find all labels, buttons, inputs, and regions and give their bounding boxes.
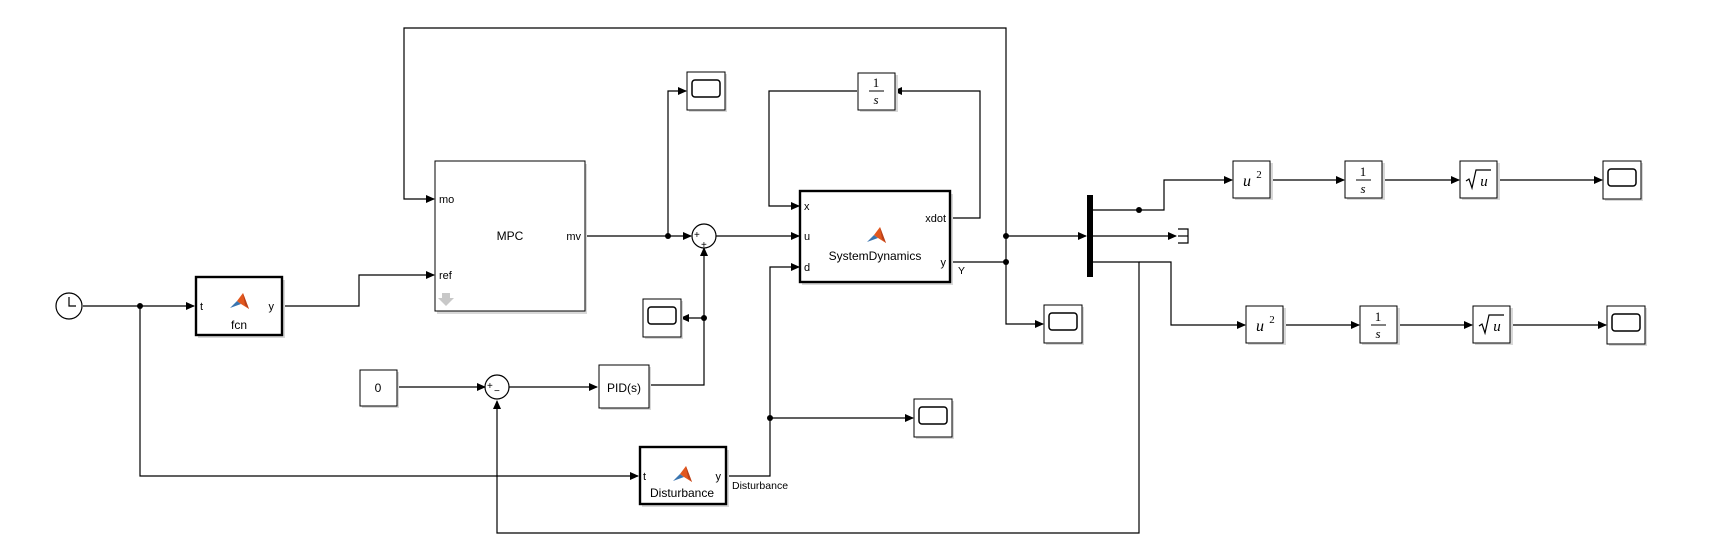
fcn-block[interactable]: t y fcn bbox=[194, 275, 285, 338]
sum-mv-block[interactable]: + + bbox=[691, 223, 717, 251]
integrator-1[interactable]: 1 s bbox=[1344, 160, 1385, 200]
pid-block[interactable]: PID(s) bbox=[598, 364, 651, 410]
fcn-port-y: y bbox=[269, 301, 275, 313]
signal-lines bbox=[83, 27, 1607, 534]
square-block-1[interactable]: u 2 bbox=[1232, 160, 1273, 200]
sysdyn-port-x: x bbox=[804, 201, 810, 213]
signal-label-y: Y bbox=[958, 265, 965, 277]
sqrt-block-1[interactable]: u bbox=[1459, 160, 1500, 200]
terminator-block[interactable] bbox=[1178, 228, 1189, 244]
integrator-2-num: 1 bbox=[1375, 309, 1382, 324]
mux-block[interactable] bbox=[1087, 195, 1093, 277]
square-1-base: u bbox=[1243, 173, 1251, 190]
mpc-block[interactable]: mo ref mv MPC bbox=[434, 160, 587, 314]
sum-error-sign-1: + bbox=[487, 381, 493, 392]
mpc-port-ref: ref bbox=[439, 270, 453, 282]
square-block-2[interactable]: u 2 bbox=[1245, 305, 1286, 345]
integrator-top[interactable]: 1 s bbox=[857, 72, 898, 112]
constant-value: 0 bbox=[375, 381, 382, 395]
square-2-base: u bbox=[1256, 318, 1264, 335]
sum-mv-sign-2: + bbox=[701, 240, 707, 251]
scope-icon bbox=[647, 306, 677, 325]
scope-pid[interactable] bbox=[642, 298, 683, 339]
disturbance-port-t: t bbox=[643, 471, 646, 483]
integrator-2-den: s bbox=[1375, 326, 1380, 341]
sum-error-block[interactable]: + − bbox=[484, 374, 510, 400]
disturbance-block[interactable]: t y Disturbance bbox=[638, 445, 729, 507]
integrator-top-den: s bbox=[873, 92, 878, 107]
fcn-title: fcn bbox=[231, 318, 247, 332]
sysdyn-port-y: y bbox=[941, 257, 947, 269]
integrator-1-den: s bbox=[1360, 181, 1365, 196]
sysdyn-port-d: d bbox=[804, 262, 810, 274]
down-arrow-icon bbox=[438, 293, 454, 306]
sysdyn-port-u: u bbox=[804, 231, 810, 243]
scope-icon bbox=[691, 79, 721, 98]
disturbance-port-y: y bbox=[716, 471, 722, 483]
sqrt-icon bbox=[1465, 169, 1491, 191]
scope-icon bbox=[918, 406, 948, 425]
sysdyn-title: SystemDynamics bbox=[829, 249, 922, 263]
square-2-exp: 2 bbox=[1269, 314, 1275, 326]
scope-y[interactable] bbox=[1043, 304, 1084, 345]
constant-block[interactable]: 0 bbox=[359, 369, 399, 408]
system-dynamics-block[interactable]: x u d xdot y SystemDynamics bbox=[798, 189, 953, 285]
sqrt-1-arg: u bbox=[1480, 174, 1488, 190]
pid-label: PID(s) bbox=[607, 381, 641, 395]
sqrt-2-arg: u bbox=[1493, 319, 1501, 335]
sqrt-icon bbox=[1478, 314, 1504, 336]
sum-mv-sign-1: + bbox=[694, 230, 700, 241]
scope-mv[interactable] bbox=[686, 71, 727, 112]
sysdyn-port-xdot: xdot bbox=[925, 213, 946, 225]
scope-out-2[interactable] bbox=[1606, 305, 1647, 346]
clock-block[interactable] bbox=[55, 292, 83, 320]
mpc-title: MPC bbox=[497, 229, 524, 243]
integrator-top-num: 1 bbox=[873, 75, 880, 90]
scope-icon bbox=[1611, 313, 1641, 332]
scope-icon bbox=[1048, 312, 1078, 331]
integrator-2[interactable]: 1 s bbox=[1359, 305, 1400, 345]
mpc-port-mv: mv bbox=[566, 231, 581, 243]
sqrt-block-2[interactable]: u bbox=[1472, 305, 1513, 345]
scope-out-1[interactable] bbox=[1602, 160, 1643, 201]
scope-disturbance[interactable] bbox=[913, 398, 954, 439]
fcn-port-t: t bbox=[200, 301, 203, 313]
clock-icon bbox=[68, 297, 76, 307]
sum-error-sign-2: − bbox=[494, 386, 500, 397]
square-1-exp: 2 bbox=[1256, 169, 1262, 181]
integrator-1-num: 1 bbox=[1360, 164, 1367, 179]
scope-icon bbox=[1607, 168, 1637, 187]
mpc-port-mo: mo bbox=[439, 194, 454, 206]
disturbance-title: Disturbance bbox=[650, 486, 714, 500]
branch-points bbox=[137, 207, 1142, 421]
signal-label-disturbance: Disturbance bbox=[732, 480, 788, 492]
